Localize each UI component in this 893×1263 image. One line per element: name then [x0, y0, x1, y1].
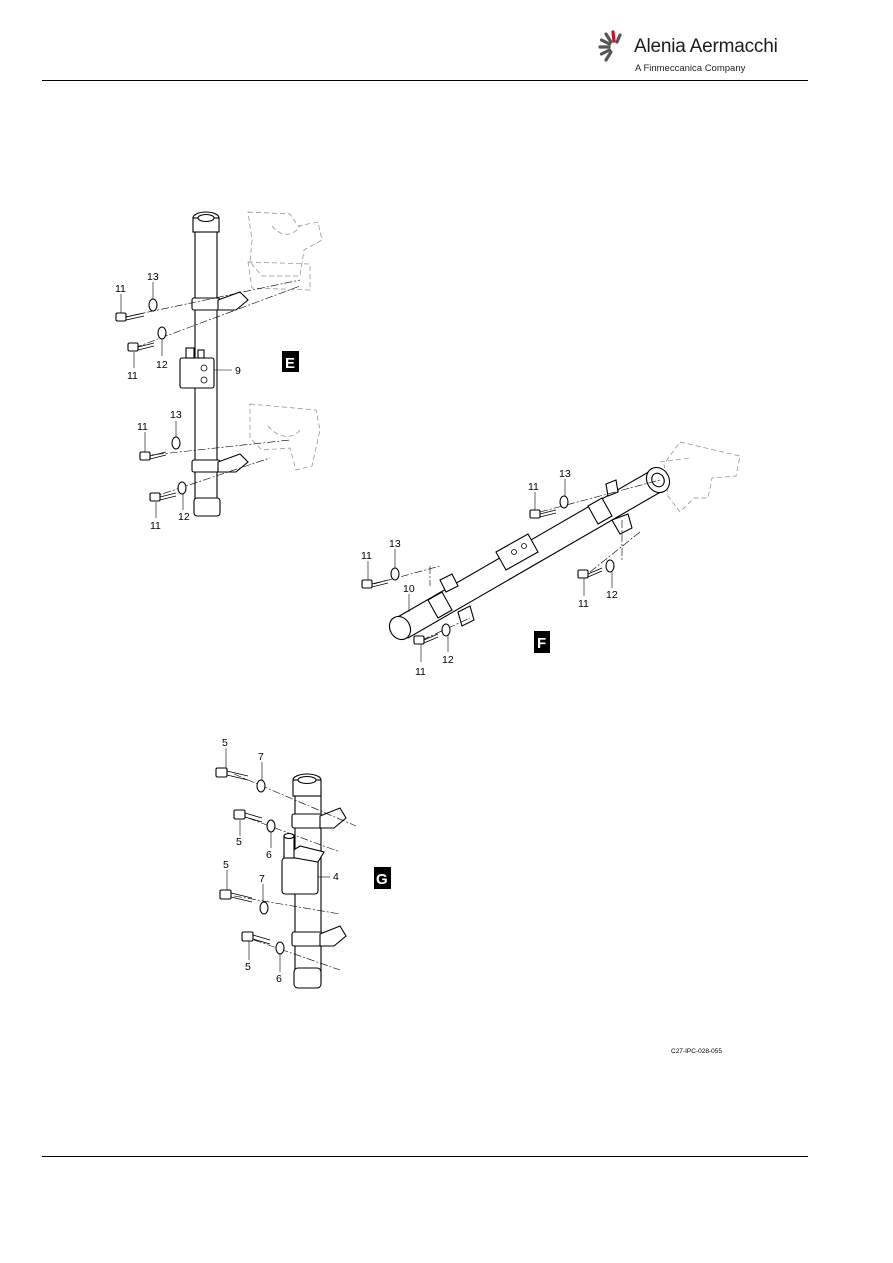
callout-f-11c: 11 [578, 598, 589, 610]
callout-e-13b: 13 [170, 409, 182, 421]
view-label-f: F [537, 635, 546, 652]
view-e: 11 13 11 12 9 13 11 11 12 E [115, 211, 323, 532]
header-rule [42, 80, 808, 81]
callout-g-5c: 5 [223, 859, 229, 871]
callout-g-6b: 6 [276, 973, 282, 985]
view-label-g: G [376, 871, 388, 888]
callout-e-12a: 12 [156, 359, 168, 371]
callout-f-12b: 12 [442, 654, 454, 666]
callout-e-11d: 11 [150, 520, 161, 532]
callout-f-12a: 12 [606, 589, 618, 601]
callout-f-11d: 11 [415, 666, 426, 678]
callout-g-5a: 5 [222, 737, 228, 749]
callout-g-4: 4 [333, 871, 339, 883]
callout-e-11b: 11 [127, 370, 138, 382]
brand-tagline: A Finmeccanica Company [635, 63, 746, 74]
brand-logo: Alenia Aermacchi A Finmeccanica Company [596, 26, 796, 82]
callout-f-13b: 13 [389, 538, 401, 550]
callout-f-11a: 11 [528, 481, 539, 493]
callout-f-11b: 11 [361, 550, 372, 562]
callout-e-11a: 11 [115, 283, 126, 295]
brand-name: Alenia Aermacchi [634, 36, 778, 57]
callout-e-9: 9 [235, 365, 241, 377]
callout-e-11c: 11 [137, 421, 148, 433]
view-f: 13 11 11 13 10 11 12 11 12 F [361, 441, 741, 678]
callout-e-13a: 13 [147, 271, 159, 283]
callout-f-10: 10 [403, 583, 415, 595]
view-g: 5 7 5 6 4 5 7 5 6 G [215, 737, 391, 989]
footer-rule [42, 1156, 808, 1157]
alenia-aermacchi-logo-icon [598, 30, 622, 62]
callout-g-7b: 7 [259, 873, 265, 885]
callout-e-12b: 12 [178, 511, 190, 523]
figure-reference: C27-IPC-028-055 [671, 1048, 722, 1055]
view-label-e: E [285, 355, 295, 372]
callout-g-5b: 5 [236, 836, 242, 848]
callout-g-6a: 6 [266, 849, 272, 861]
callout-g-5d: 5 [245, 961, 251, 973]
callout-g-7a: 7 [258, 751, 264, 763]
callout-f-13a: 13 [559, 468, 571, 480]
